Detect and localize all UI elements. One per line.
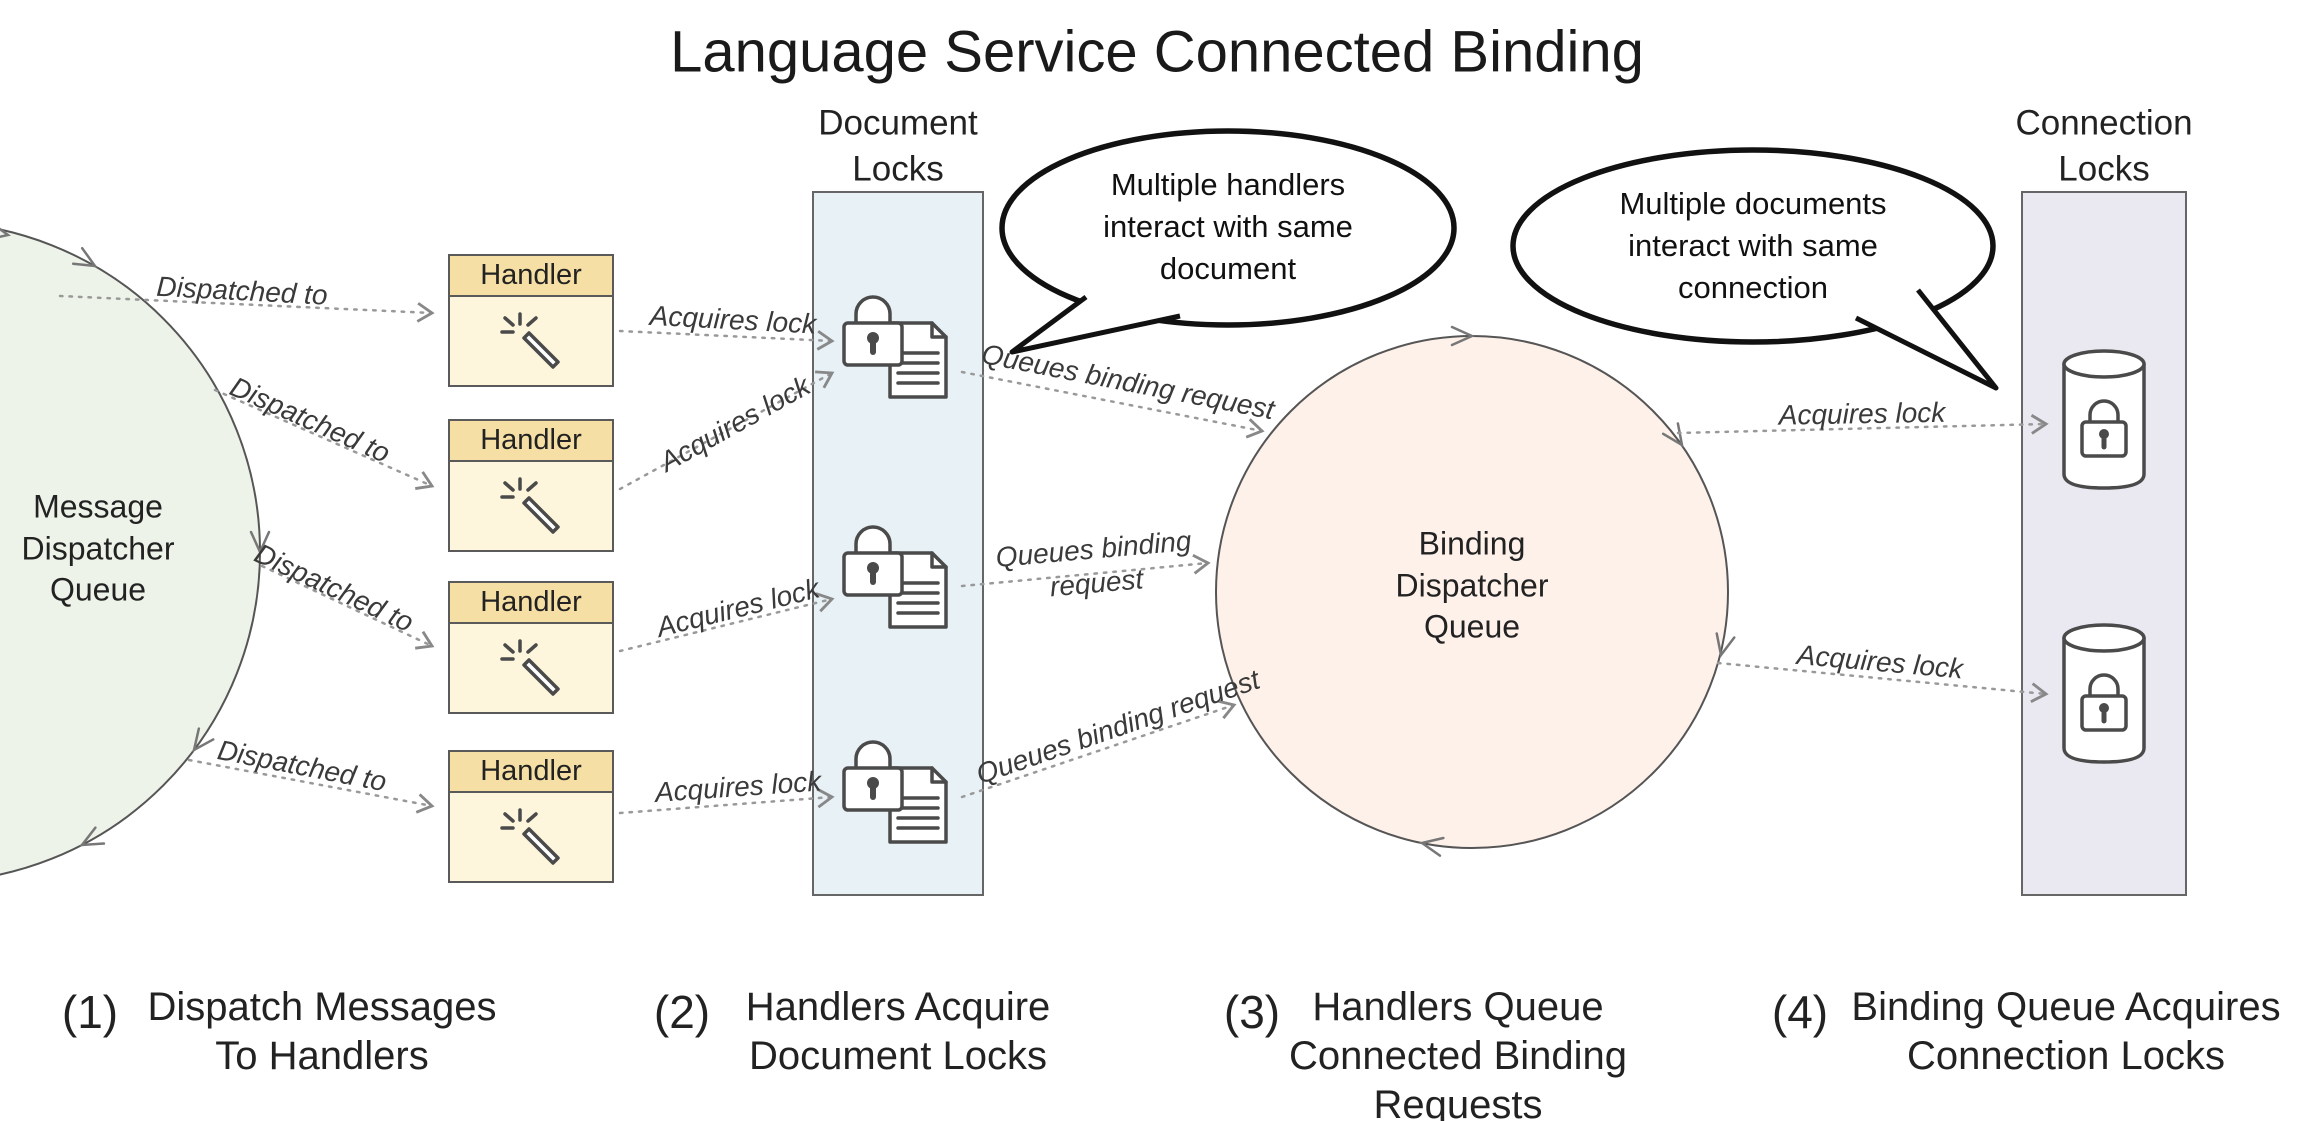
handler-4-body [450,793,612,881]
edge-acquires-lock-1 [618,329,835,351]
message-queue-line1: Message [33,488,163,525]
handler-3-title: Handler [450,583,612,624]
bubble-right-line1: Multiple documents [1619,186,1887,222]
edge-queues-binding-2 [960,553,1211,588]
binding-queue-line3: Queue [1423,608,1521,645]
step-4-label: Binding Queue Acquires Connection Locks [1851,983,2280,1081]
flow-chevron-icon [1419,836,1445,857]
connection-locks-header-line2: Locks [2058,149,2150,188]
step-3-number: (3) [1223,986,1281,1038]
step-3-label: Handlers Queue Connected Binding Request… [1289,983,1627,1121]
handler-3-body [450,624,612,712]
edge-dispatched-to-2 [213,388,435,490]
database-lock-icon [2064,625,2144,762]
connection-locks-header: Connection Locks [2015,101,2192,192]
flow-chevron-icon [0,220,11,241]
bubble-left-line3: document [1159,250,1297,286]
edge-label-conn-acquires-lock-1: Acquires lock [1778,396,1946,431]
step-2-line2: Document Locks [749,1034,1047,1078]
step-2-label: Handlers Acquire Document Locks [746,983,1051,1081]
document-locks-header: Document Locks [818,101,978,192]
step-4-line2: Connection Locks [1907,1034,2225,1078]
bubble-left-line1: Multiple handlers [1110,167,1346,203]
edge-dispatched-to-3 [260,564,435,650]
speech-bubble-left [999,128,1457,355]
flow-chevron-icon [79,826,106,847]
step-2-number: (2) [653,986,711,1038]
step-1-number: (1) [61,986,119,1038]
handler-2-title: Handler [450,421,612,462]
document-locks-header-line1: Document [818,103,978,143]
flow-chevron-icon [1450,325,1476,347]
flow-chevron-icon [249,530,271,556]
connection-locks-header-line1: Connection [2015,103,2193,143]
magic-wand-icon [500,312,560,369]
edge-conn-acquires-lock-2 [1716,661,2049,703]
step-3-line3: Requests [1373,1082,1543,1121]
magic-wand-icon [500,808,560,865]
handler-1-body [450,297,612,385]
edge-acquires-lock-4 [618,787,835,815]
speech-bubble-left-text: Multiple handlers interact with same doc… [1103,164,1353,290]
bubble-right-line2: interact with same [1628,228,1878,264]
edge-queues-binding-1 [960,370,1265,439]
step-3-line2: Connected Binding [1288,1033,1628,1078]
edge-acquires-lock-3 [618,592,835,653]
bubble-right-line3: connection [1678,269,1828,305]
step-4-line1: Binding Queue Acquires [1851,985,2281,1030]
speech-bubble-right [1510,147,1999,391]
handler-box-2: Handler [448,419,614,552]
handler-box-4: Handler [448,750,614,883]
step-1-label: Dispatch Messages To Handlers [147,983,496,1081]
connection-locks-container [2021,191,2187,896]
database-lock-icon [2064,351,2144,488]
edge-conn-acquires-lock-1 [1676,414,2049,435]
handler-box-3: Handler [448,581,614,714]
edge-queues-binding-3 [960,699,1237,799]
magic-wand-icon [500,477,560,534]
binding-dispatcher-queue-label: Binding Dispatcher Queue [1396,524,1549,649]
step-3-line1: Handlers Queue [1312,984,1604,1029]
document-locks-header-line2: Locks [852,149,944,188]
message-queue-line3: Queue [49,571,147,608]
handler-2-body [450,462,612,550]
step-1-line1: Dispatch Messages [147,985,497,1030]
step-1-line2: To Handlers [215,1034,429,1078]
speech-bubble-right-text: Multiple documents interact with same co… [1619,183,1886,309]
flow-chevron-icon [71,246,98,268]
step-4-number: (4) [1771,986,1829,1038]
edge-dispatched-to-4 [187,758,435,814]
bubble-left-line2: interact with same [1103,209,1353,245]
handler-4-title: Handler [450,752,612,793]
binding-queue-line1: Binding [1418,525,1526,562]
handler-1-title: Handler [450,256,612,297]
magic-wand-icon [500,639,560,696]
message-queue-line2: Dispatcher [21,530,175,567]
page-title: Language Service Connected Binding [670,19,1644,85]
flow-chevron-icon [1715,632,1736,658]
edge-acquires-lock-2 [618,370,835,491]
binding-queue-line2: Dispatcher [1395,567,1549,604]
handler-box-1: Handler [448,254,614,387]
message-dispatcher-queue-label: Message Dispatcher Queue [22,487,175,612]
flow-chevron-icon [1661,422,1684,448]
step-2-line1: Handlers Acquire [745,985,1051,1030]
flow-chevron-icon [192,727,215,753]
